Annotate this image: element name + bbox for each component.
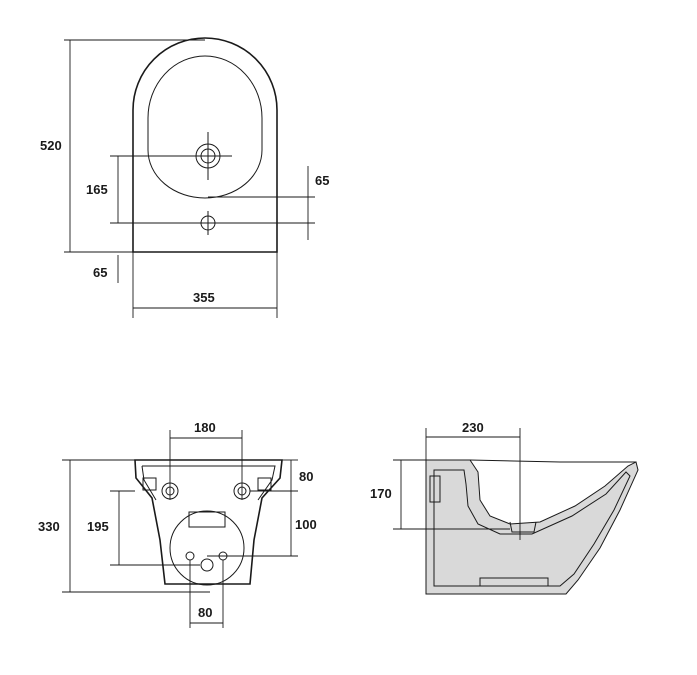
bolt-pocket-right <box>257 477 272 491</box>
waste-pipe <box>200 558 214 572</box>
top-view-bowl <box>147 55 263 199</box>
bolt-pocket-left <box>142 477 157 491</box>
dim-180-label: 180 <box>194 420 216 435</box>
top-view-outline <box>132 37 278 253</box>
side-view-base-step <box>434 577 560 587</box>
side-view-rim <box>469 459 636 463</box>
rear-view-inner-outline <box>142 465 276 501</box>
dim-80-right-label: 80 <box>299 469 313 484</box>
dim-230-label: 230 <box>462 420 484 435</box>
pipe-left <box>185 551 195 561</box>
dim-65-right-label: 65 <box>315 173 329 188</box>
rear-view: 180 330 195 80 100 80 <box>38 420 317 628</box>
dim-80-bottom-label: 80 <box>198 605 212 620</box>
dim-165-label: 165 <box>86 182 108 197</box>
dim-170-label: 170 <box>370 486 392 501</box>
rear-view-outline <box>134 459 283 585</box>
dim-195-label: 195 <box>87 519 109 534</box>
outlet-bracket <box>188 511 226 528</box>
dim-100-label: 100 <box>295 517 317 532</box>
top-view: 520 165 65 65 355 <box>40 37 329 318</box>
side-view: 230 170 <box>370 420 639 595</box>
dim-355-label: 355 <box>193 290 215 305</box>
dim-330-label: 330 <box>38 519 60 534</box>
dim-520-label: 520 <box>40 138 62 153</box>
side-view-body <box>425 459 639 595</box>
rear-view-inner-outline-left <box>141 465 157 501</box>
side-view-outlet <box>509 521 537 533</box>
side-view-fixing <box>429 475 441 503</box>
dim-65-left-label: 65 <box>93 265 107 280</box>
side-view-cavity <box>433 469 631 587</box>
outlet-circle <box>169 510 245 586</box>
